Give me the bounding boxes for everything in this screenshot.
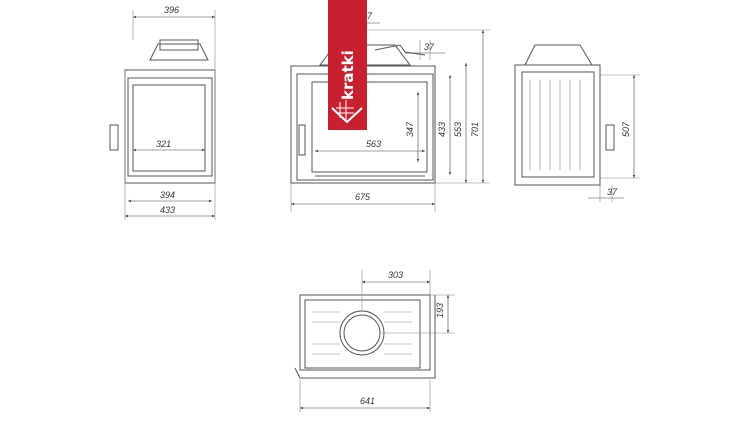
main-view: 675 563 347 433 553 701 37 7 <box>290 11 490 212</box>
dim-7: 7 <box>367 11 373 21</box>
dim-563: 563 <box>366 139 381 149</box>
front-view: 396 321 394 433 <box>109 5 216 220</box>
kratki-logo: kratki <box>328 0 367 130</box>
dim-701: 701 <box>470 122 480 137</box>
dim-347: 347 <box>405 121 415 137</box>
dim-641: 641 <box>360 396 375 406</box>
dim-507: 507 <box>621 121 631 137</box>
dim-37-side: 37 <box>607 187 618 197</box>
dim-37-top: 37 <box>424 42 435 52</box>
dim-321: 321 <box>156 139 171 149</box>
dim-303: 303 <box>388 270 403 280</box>
dim-433-height: 433 <box>437 122 447 137</box>
dim-553: 553 <box>453 122 463 137</box>
dim-394: 394 <box>160 190 175 200</box>
top-view: 303 193 641 <box>294 270 455 412</box>
dim-396: 396 <box>164 5 179 15</box>
dim-433: 433 <box>160 205 175 215</box>
side-view: 507 37 <box>514 44 640 202</box>
logo-text: kratki <box>339 50 357 100</box>
dim-193: 193 <box>435 303 445 318</box>
dim-675: 675 <box>355 192 371 202</box>
